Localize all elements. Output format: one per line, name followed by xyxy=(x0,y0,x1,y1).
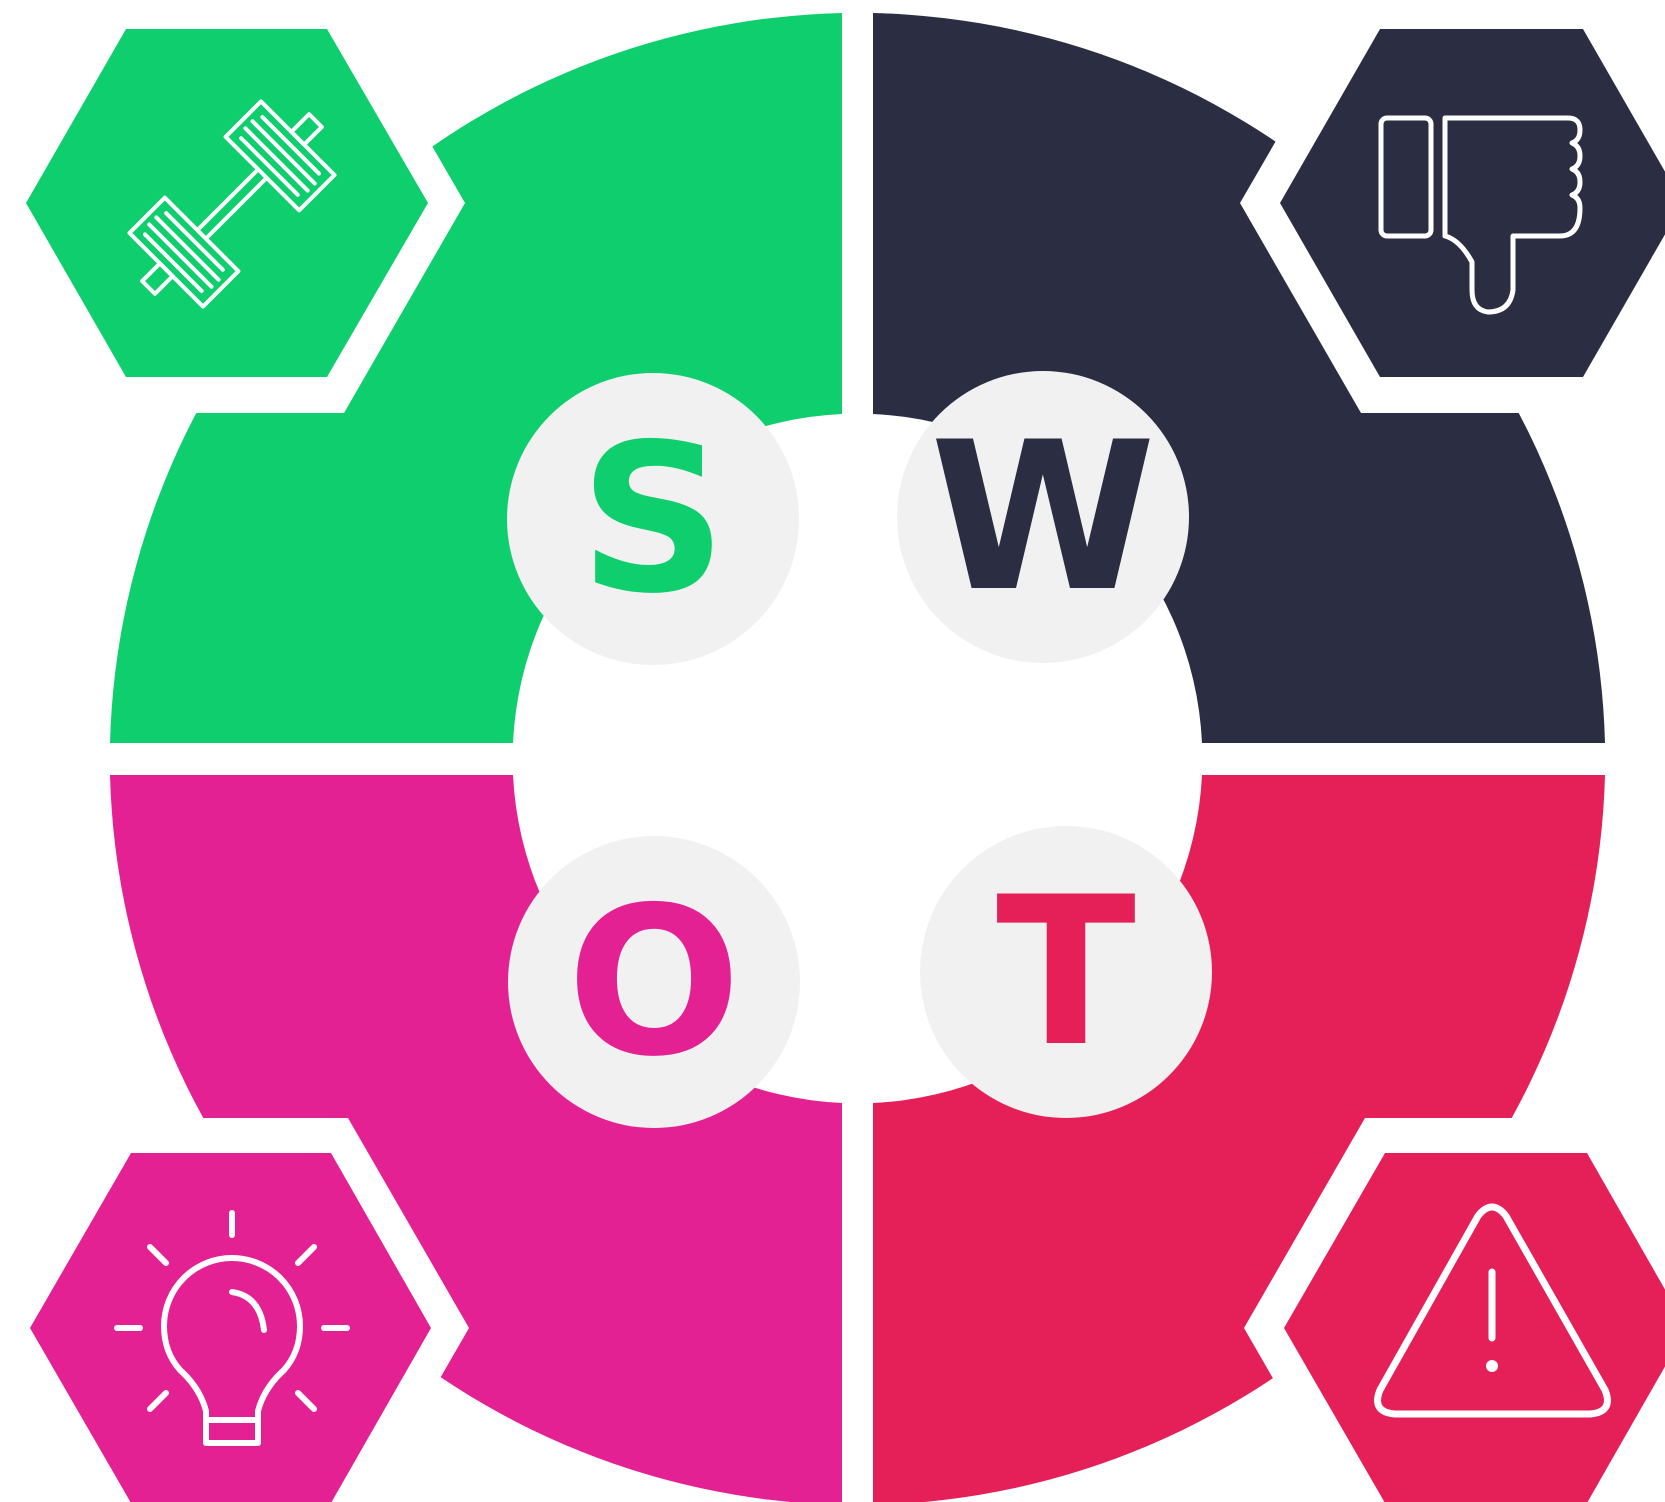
threats-hexagon xyxy=(1244,1118,1665,1502)
opportunities-letter-circle: O xyxy=(508,836,800,1128)
strengths-segment xyxy=(110,13,842,743)
strengths-letter: S xyxy=(579,401,727,639)
weaknesses-segment xyxy=(873,13,1605,743)
weaknesses-hexagon xyxy=(1240,0,1665,413)
weaknesses-letter: W xyxy=(930,399,1156,637)
weaknesses-letter-circle: W xyxy=(897,371,1189,663)
threats-segment xyxy=(873,775,1605,1502)
opportunities-hexagon xyxy=(0,1118,469,1502)
strengths-letter-circle: S xyxy=(507,373,799,665)
lightbulb-icon xyxy=(114,1210,350,1446)
strengths-hexagon xyxy=(0,0,465,413)
warning-triangle-icon xyxy=(1374,1203,1611,1418)
threats-letter-circle: T xyxy=(920,826,1212,1118)
thumbs-down-icon xyxy=(1378,115,1583,315)
threats-letter: T xyxy=(996,854,1136,1092)
opportunities-letter: O xyxy=(567,864,741,1102)
opportunities-segment xyxy=(110,775,842,1502)
dumbbell-icon xyxy=(127,99,337,309)
